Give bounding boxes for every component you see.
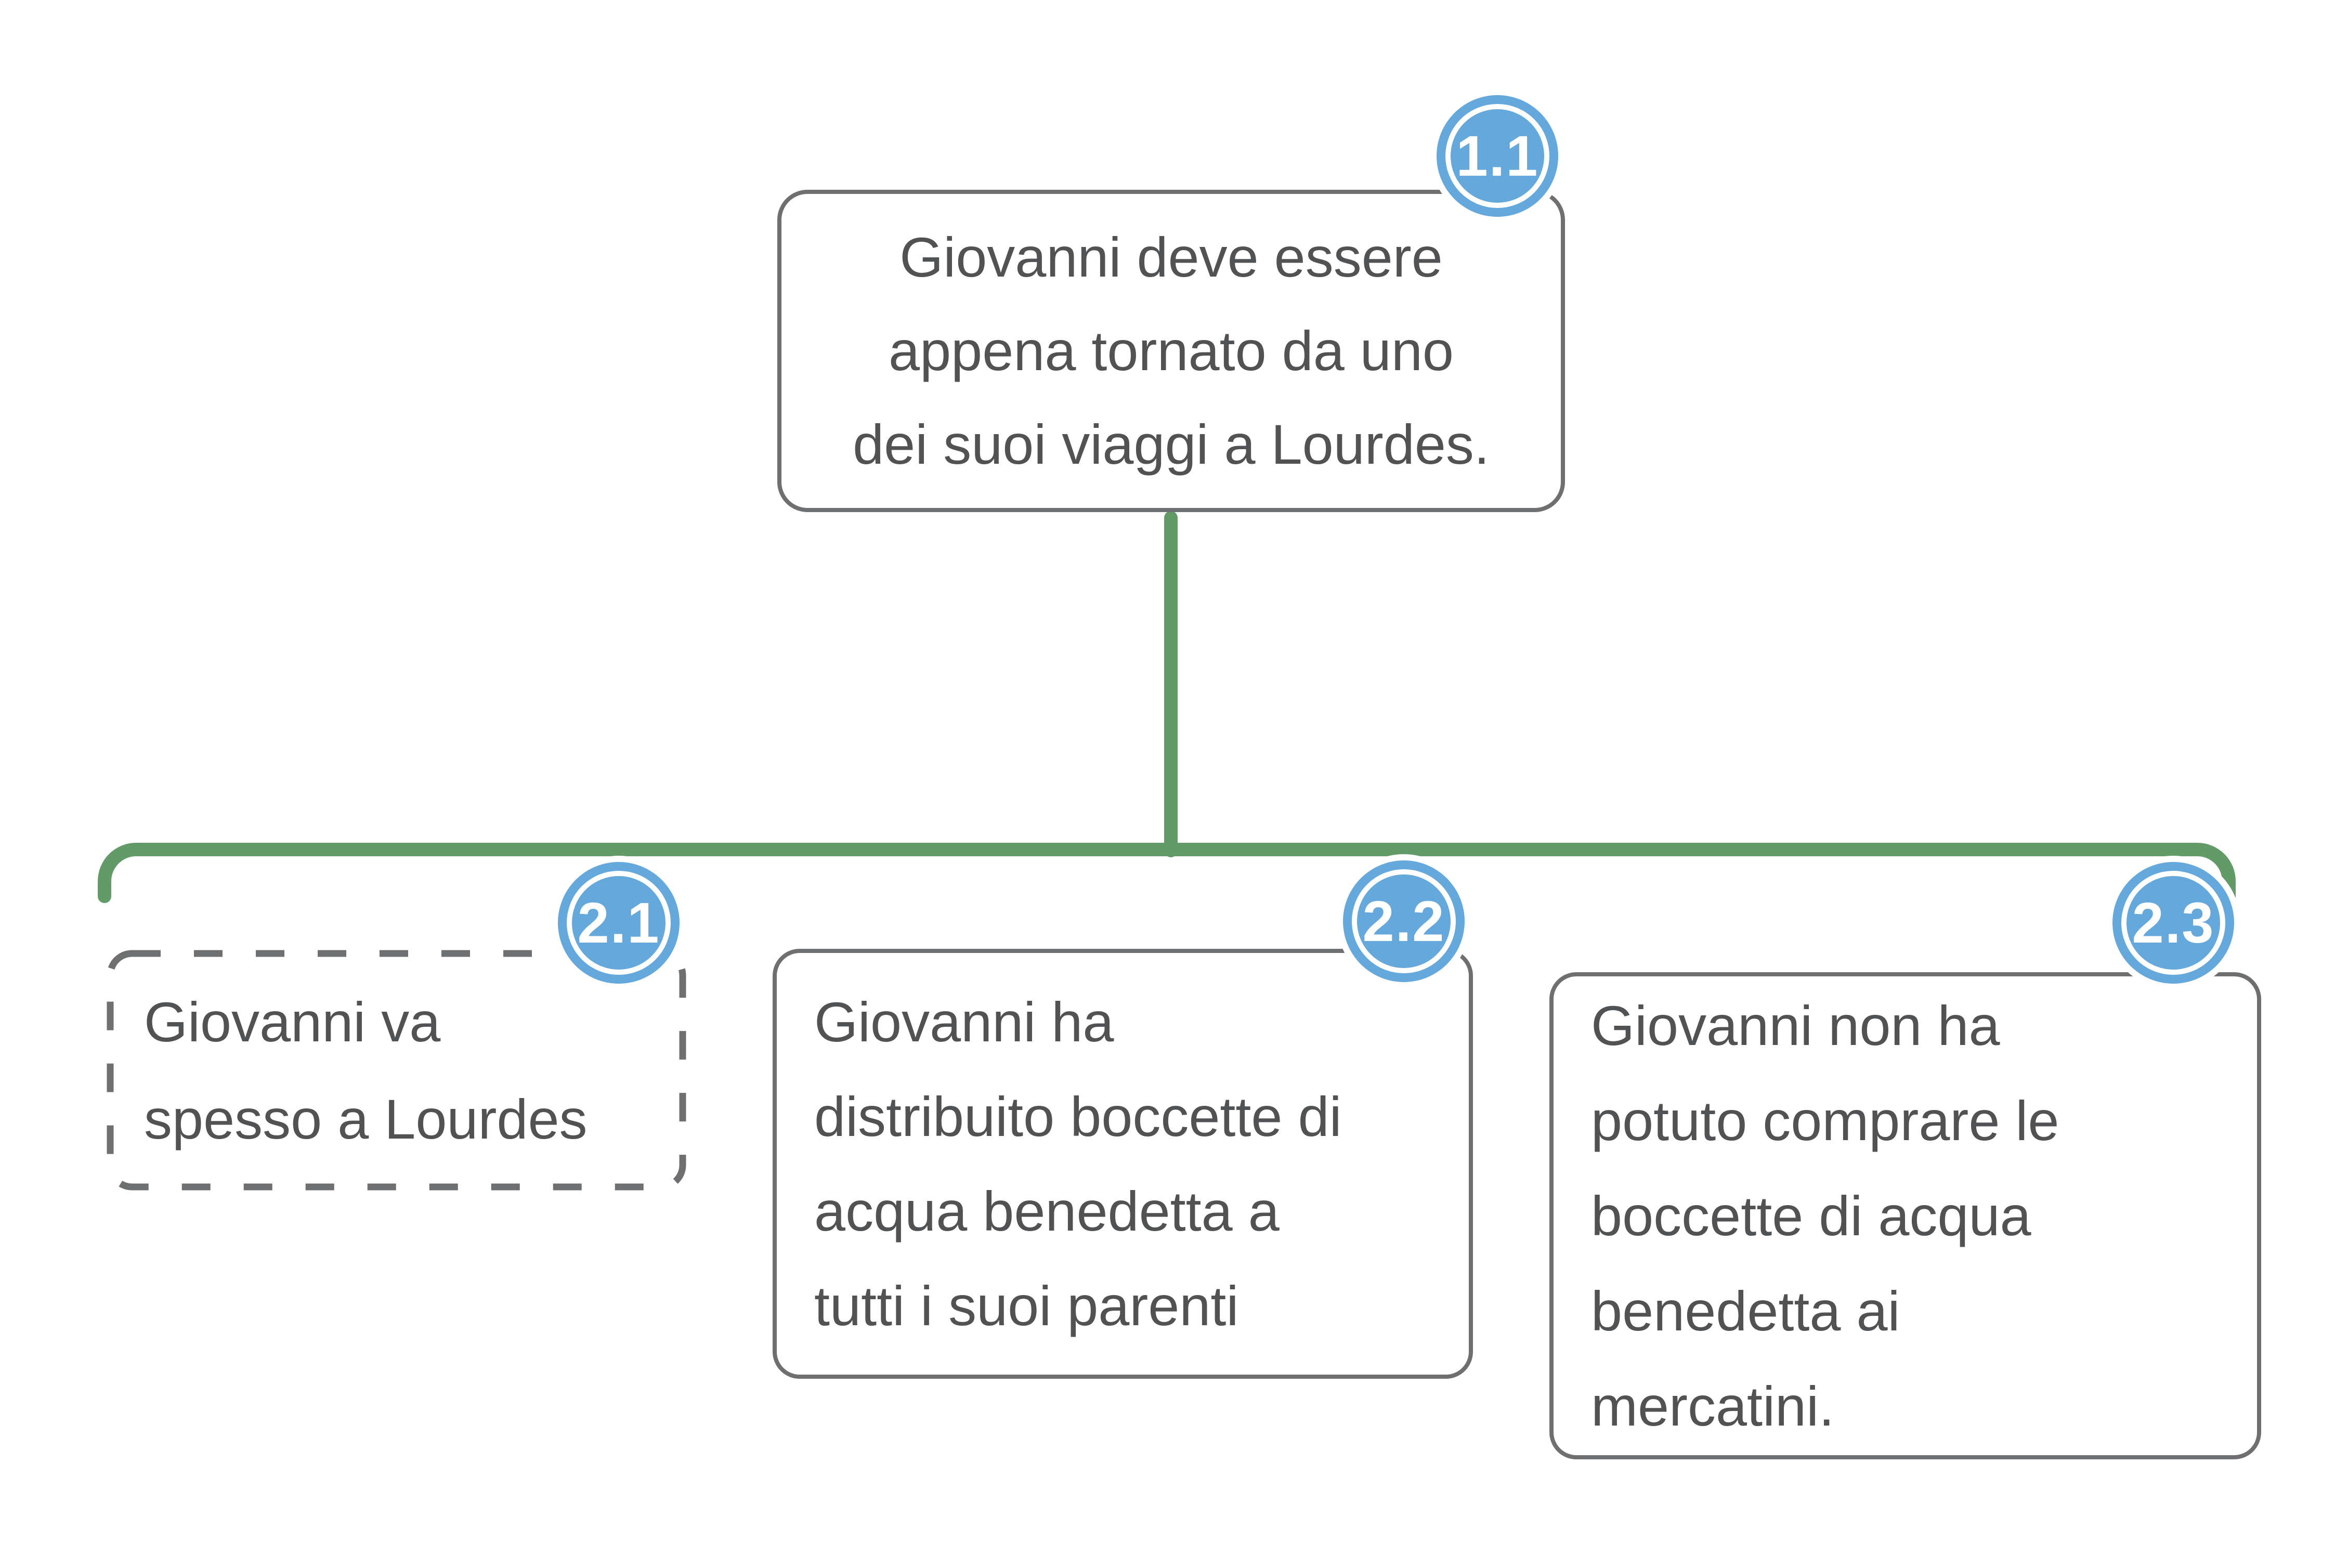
node-2-2-text-line: Giovanni ha [814,990,1114,1053]
node-2-3-text-line: mercatini. [1591,1375,1835,1438]
node-1-1-badge-label: 1.1 [1456,124,1539,188]
node-2-1-badge-label: 2.1 [577,891,660,955]
connector-branch-line [98,843,2236,903]
node-2-2-text-line: distribuito boccette di [814,1084,1342,1148]
node-1-1-text-line: Giovanni deve essere [899,226,1443,289]
node-2-3-text-line: potuto comprare le [1591,1089,2059,1152]
node-2-1-text-line: spesso a Lourdes [144,1087,588,1151]
node-2-3-badge[interactable]: 2.3 [2112,862,2234,984]
node-2-2-text-line: tutti i suoi parenti [814,1274,1239,1337]
node-2-1[interactable]: Giovanni va spesso a Lourdes [107,950,686,1191]
node-2-3-text-line: benedetta ai [1591,1279,1900,1342]
node-1-1[interactable]: Giovanni deve essere appena tornato da u… [777,190,1565,512]
connector-parent-child-line [1164,511,1178,857]
node-2-2[interactable]: Giovanni ha distribuito boccette di acqu… [773,949,1473,1379]
node-2-3-text-line: Giovanni non ha [1591,994,2000,1057]
node-2-3-badge-label: 2.3 [2132,891,2215,955]
node-1-1-text-line: dei suoi viaggi a Lourdes. [853,413,1490,476]
node-2-2-badge[interactable]: 2.2 [1343,860,1465,982]
node-2-3-text-line: boccette di acqua [1591,1184,2031,1247]
node-1-1-text-line: appena tornato da uno [889,319,1454,382]
node-1-1-badge[interactable]: 1.1 [1437,95,1558,217]
node-2-3[interactable]: Giovanni non ha potuto comprare le bocce… [1549,972,2261,1459]
node-2-2-badge-label: 2.2 [1362,889,1445,953]
node-2-1-text-line: Giovanni va [144,990,441,1053]
node-2-2-text-line: acqua benedetta a [814,1179,1280,1243]
node-2-1-badge[interactable]: 2.1 [558,862,680,984]
